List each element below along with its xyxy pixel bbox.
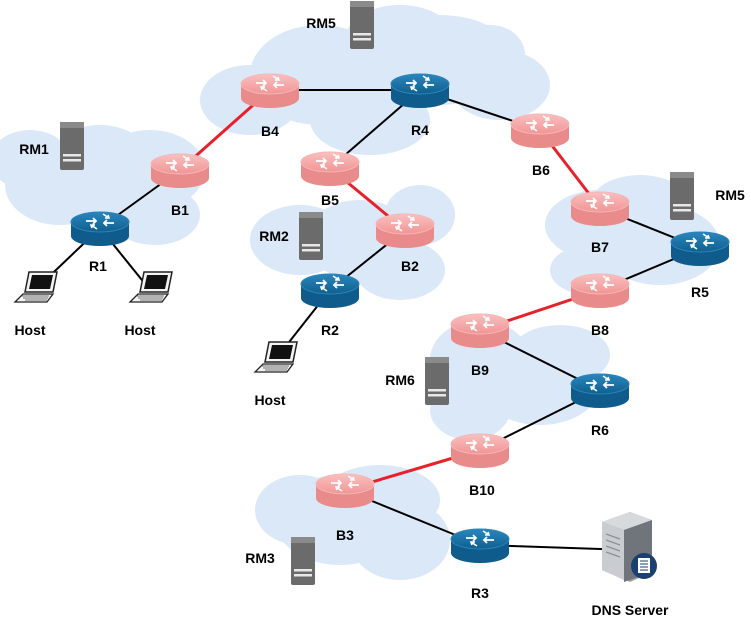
- cloud-1: [0, 125, 205, 245]
- label-rm5a: RM5: [306, 15, 336, 31]
- label-b1: B1: [171, 202, 189, 218]
- router-arrows-icon: [166, 155, 194, 172]
- server-icon-rm1[interactable]: [60, 122, 84, 170]
- label-r2: R2: [321, 322, 339, 338]
- server-icon-rm6[interactable]: [425, 357, 449, 405]
- label-b6: B6: [532, 162, 550, 178]
- label-rm5b: RM5: [715, 187, 745, 203]
- router-arrows-icon: [586, 275, 614, 292]
- router-r4[interactable]: [390, 73, 450, 108]
- label-b3: B3: [336, 527, 354, 543]
- label-r3: R3: [471, 585, 489, 601]
- router-arrows-icon: [391, 215, 419, 232]
- label-b5: B5: [321, 192, 339, 208]
- label-b2: B2: [401, 258, 419, 274]
- router-arrows-icon: [86, 213, 114, 230]
- router-b3[interactable]: [315, 473, 375, 508]
- label-h3: Host: [254, 392, 285, 408]
- laptop-icon-h1[interactable]: [13, 271, 58, 303]
- label-r5: R5: [691, 284, 709, 300]
- node-layer: [13, 1, 730, 585]
- label-rm3: RM3: [245, 550, 275, 566]
- router-arrows-icon: [466, 530, 494, 547]
- label-rm6: RM6: [385, 372, 415, 388]
- server-icon-rm5b[interactable]: [670, 172, 694, 220]
- router-r3[interactable]: [450, 528, 510, 563]
- router-arrows-icon: [586, 375, 614, 392]
- router-arrows-icon: [466, 315, 494, 332]
- label-rm2: RM2: [259, 228, 289, 244]
- router-arrows-icon: [526, 115, 554, 132]
- label-h1: Host: [14, 322, 45, 338]
- router-r1[interactable]: [70, 211, 130, 246]
- router-r5[interactable]: [670, 231, 730, 266]
- router-b7[interactable]: [570, 191, 630, 226]
- server-icon-rm3[interactable]: [291, 537, 315, 585]
- label-b9: B9: [471, 362, 489, 378]
- server-icon-rm5a[interactable]: [350, 1, 374, 49]
- router-r2[interactable]: [300, 273, 360, 308]
- label-r1: R1: [89, 258, 107, 274]
- router-arrows-icon: [316, 275, 344, 292]
- router-arrows-icon: [316, 153, 344, 170]
- laptop-icon-h3[interactable]: [253, 341, 298, 373]
- router-b8[interactable]: [570, 273, 630, 308]
- server-icon-rm2[interactable]: [299, 212, 323, 260]
- router-arrows-icon: [466, 435, 494, 452]
- label-b10: B10: [469, 482, 495, 498]
- label-b7: B7: [591, 239, 609, 255]
- label-dns: DNS Server: [591, 602, 669, 618]
- label-rm1: RM1: [19, 141, 49, 157]
- cloud-5: [430, 320, 610, 440]
- router-b6[interactable]: [510, 113, 570, 148]
- label-h2: Host: [124, 322, 155, 338]
- router-b9[interactable]: [450, 313, 510, 348]
- router-b4[interactable]: [240, 73, 300, 108]
- router-b1[interactable]: [150, 153, 210, 188]
- router-b2[interactable]: [375, 213, 435, 248]
- label-b4: B4: [261, 123, 279, 139]
- label-r6: R6: [591, 422, 609, 438]
- router-arrows-icon: [586, 193, 614, 210]
- router-arrows-icon: [256, 75, 284, 92]
- router-b5[interactable]: [300, 151, 360, 186]
- router-arrows-icon: [406, 75, 434, 92]
- router-arrows-icon: [331, 475, 359, 492]
- router-arrows-icon: [686, 233, 714, 250]
- laptop-icon-h2[interactable]: [128, 271, 173, 303]
- router-r6[interactable]: [570, 373, 630, 408]
- router-b10[interactable]: [450, 433, 510, 468]
- label-b8: B8: [591, 322, 609, 338]
- dns-server-icon[interactable]: [602, 512, 657, 582]
- label-r4: R4: [411, 122, 429, 138]
- label-layer: R1R2R3R4R5R6B1B2B3B4B5B6B7B8B9B10RM1RM2R…: [14, 15, 745, 618]
